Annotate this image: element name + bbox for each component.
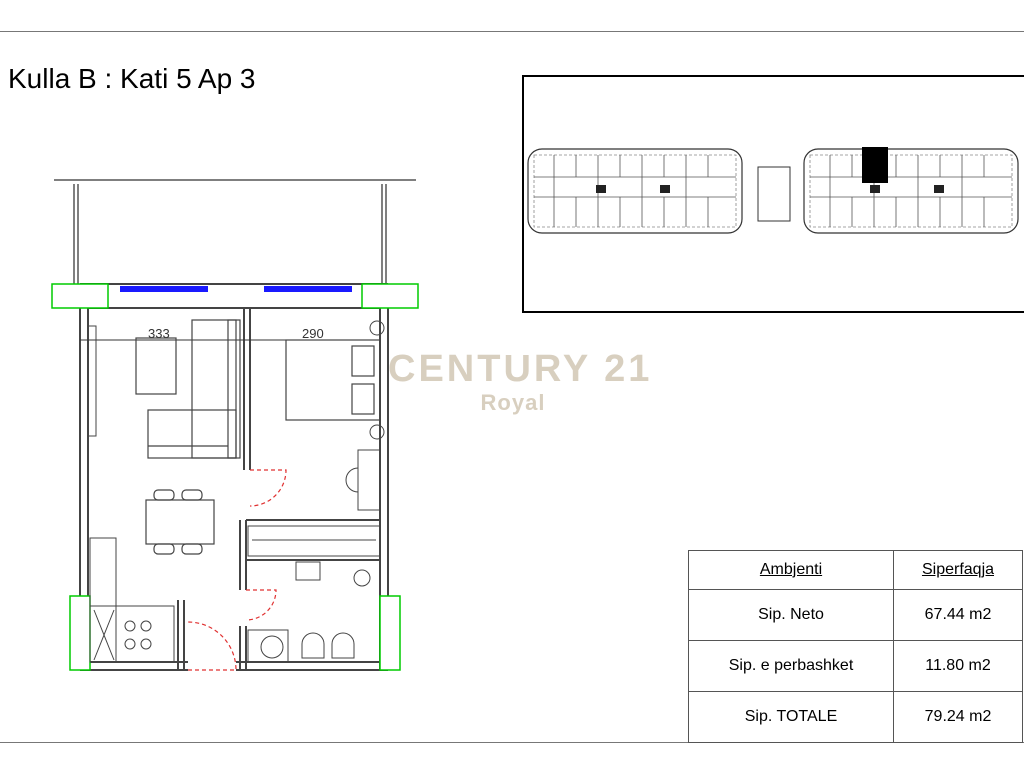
row-label: Sip. e perbashket (688, 640, 894, 692)
column (69, 595, 91, 671)
row-value: 11.80 m2 (893, 640, 1023, 692)
bidet (331, 632, 355, 659)
area-table: Ambjenti Siperfaqja Sip. Neto 67.44 m2 S… (688, 550, 1023, 743)
floor-plan: 333 290 (51, 179, 419, 671)
header-cell: Siperfaqja (893, 550, 1023, 590)
sink (295, 561, 321, 581)
key-plan (522, 75, 1024, 313)
page-title: Kulla B : Kati 5 Ap 3 (8, 63, 256, 94)
highlighted-apartment (862, 147, 888, 183)
window-living (120, 286, 208, 292)
desk (357, 449, 381, 511)
top-rule (0, 31, 1024, 32)
header-cell: Ambjenti (688, 550, 894, 590)
column (379, 595, 401, 671)
kitchen (89, 537, 175, 663)
table-header-row: Ambjenti Siperfaqja (688, 550, 1023, 590)
sofa (147, 319, 241, 459)
column (361, 283, 419, 309)
shower-drain (353, 569, 371, 587)
building-core (757, 166, 791, 222)
building-wing-left (527, 148, 743, 234)
dining-table (145, 489, 215, 555)
toilet (301, 632, 325, 659)
washing-machine (247, 629, 289, 663)
dimension-living: 333 (148, 326, 170, 341)
row-label: Sip. Neto (688, 589, 894, 641)
row-value: 67.44 m2 (893, 589, 1023, 641)
table-row: Sip. Neto 67.44 m2 (688, 589, 1023, 641)
dimension-bedroom: 290 (302, 326, 324, 341)
bottom-rule (0, 742, 1024, 743)
column (51, 283, 109, 309)
building-wing-right (803, 148, 1019, 234)
key-plan-drawing (527, 147, 1019, 234)
coffee-table (135, 337, 177, 395)
row-label: Sip. TOTALE (688, 691, 894, 743)
door-swings (187, 469, 287, 671)
wardrobe (247, 525, 381, 557)
window-bedroom (264, 286, 352, 292)
row-value: 79.24 m2 (893, 691, 1023, 743)
table-row: Sip. TOTALE 79.24 m2 (688, 691, 1023, 743)
table-row: Sip. e perbashket 11.80 m2 (688, 640, 1023, 692)
bed (285, 339, 381, 421)
